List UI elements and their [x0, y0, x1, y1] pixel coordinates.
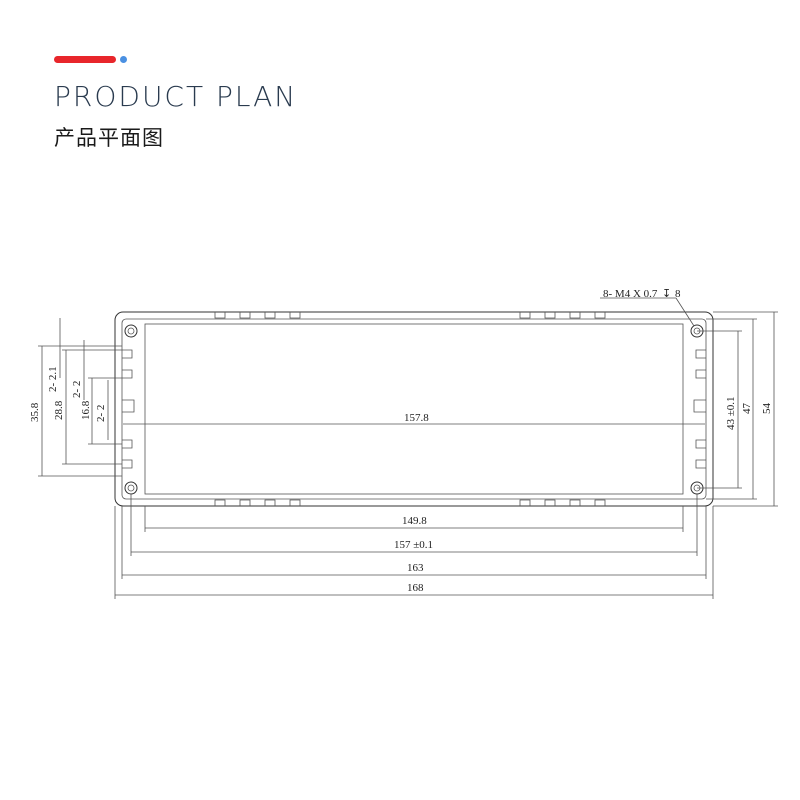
dim-fin-span: 149.8 — [402, 515, 427, 527]
dim-inner-height: 47 — [741, 403, 753, 415]
depth-symbol-icon: ↧ — [662, 288, 671, 300]
screw-holes — [124, 324, 704, 495]
side-slots — [122, 349, 706, 469]
hole-top-left — [124, 324, 138, 338]
dim-left-f: 2- 2 — [95, 405, 107, 422]
enclosure-cavity — [144, 323, 684, 495]
hole-bottom-left — [124, 481, 138, 495]
accent-blue-dot — [120, 56, 127, 63]
dim-inner-width: 157.8 — [404, 412, 429, 424]
dim-hole-v-spacing: 43 ±0.1 — [725, 396, 737, 430]
hole-depth: 8 — [675, 288, 681, 300]
enclosure-outline — [114, 311, 714, 507]
dim-left-c: 16.8 — [80, 400, 92, 420]
hole-leader — [675, 297, 695, 327]
dim-hole-spacing: 157 ±0.1 — [394, 539, 433, 551]
dim-total-width: 168 — [407, 582, 424, 594]
page-subtitle: 产品平面图 — [54, 126, 164, 150]
page-title: PRODUCT PLAN — [54, 80, 298, 113]
dim-total-height: 54 — [761, 403, 773, 415]
dim-left-a: 35.8 — [29, 402, 41, 422]
bottom-fins — [214, 499, 606, 506]
top-fins — [214, 312, 606, 319]
dim-left-e: 2- 2 — [71, 381, 83, 398]
enclosure-inner-wall — [121, 318, 707, 500]
vertical-dimensions-left — [38, 318, 122, 477]
dim-body-width: 163 — [407, 562, 424, 574]
hole-callout: 8- M4 X 0.7 — [603, 288, 658, 300]
dim-left-d: 2- 2.1 — [47, 366, 59, 392]
vertical-dimensions-right — [697, 311, 778, 507]
accent-red-bar — [54, 56, 116, 63]
dim-left-b: 28.8 — [53, 400, 65, 420]
horizontal-dimensions — [114, 423, 714, 599]
